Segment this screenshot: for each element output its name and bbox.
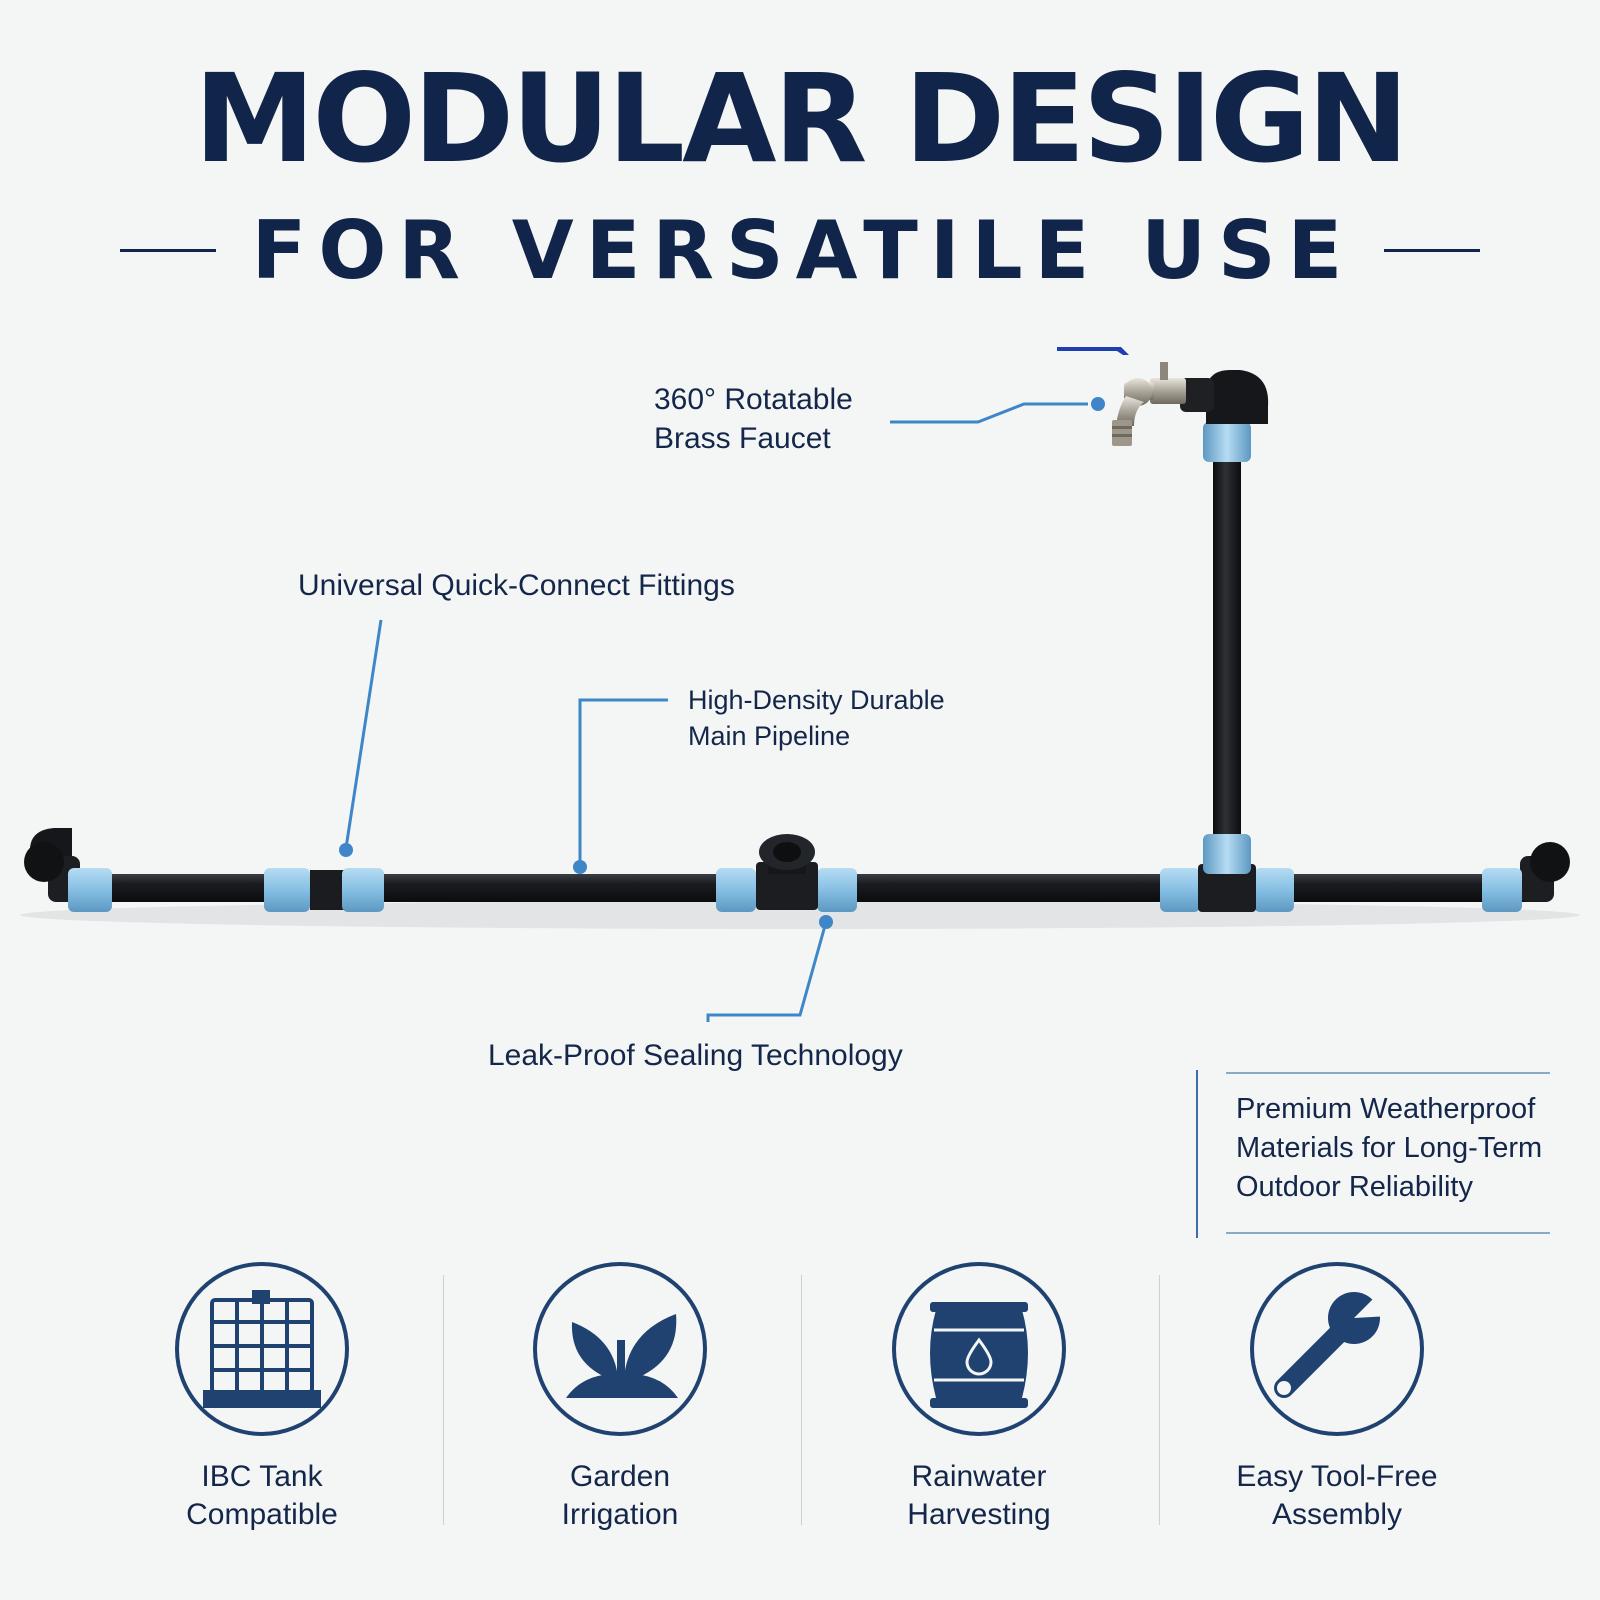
feature-circle-assembly [1250, 1262, 1424, 1436]
feature-circle-rainwater [892, 1262, 1066, 1436]
faucet-callout-line1: 360° Rotatable [654, 383, 853, 416]
sealing-leader [706, 921, 828, 1022]
feature-label-assembly-line1: Easy Tool-Free [1236, 1460, 1438, 1493]
feature-separator-1 [443, 1275, 444, 1525]
feature-label-rainwater-line2: Harvesting [907, 1498, 1051, 1532]
callout-leaders [344, 402, 1088, 1022]
feature-separator-2 [801, 1275, 802, 1525]
callout-dots [339, 397, 1105, 929]
faucet-callout-line2: Brass Faucet [654, 422, 831, 455]
subtitle-row: FOR VERSATILE USE [0, 200, 1600, 300]
riser-tee [1198, 422, 1256, 912]
top-elbow [1180, 370, 1269, 424]
fittings-callout: Universal Quick-Connect Fittings [298, 569, 735, 602]
feature-circle-garden [533, 1262, 707, 1436]
materials-callout-line1: Premium Weatherproof [1236, 1093, 1536, 1125]
subtitle-rule-right [1384, 248, 1481, 252]
pipeline-callout: High-Density Durable Main Pipeline [688, 682, 945, 755]
fittings-leader [344, 619, 383, 849]
subtitle-rule-left [119, 248, 216, 252]
faucet-leader [890, 402, 1088, 424]
feature-label-garden-line1: Garden [569, 1460, 671, 1493]
feature-label-assembly-line2: Assembly [1271, 1498, 1403, 1532]
feature-circle-ibc [175, 1262, 349, 1436]
faucet-callout: 360° Rotatable Brass Faucet [654, 380, 853, 458]
feature-label-assembly: Easy Tool-Free Assembly [1187, 1458, 1487, 1535]
feature-label-rainwater: Rainwater Harvesting [829, 1458, 1129, 1535]
quick-connect-fittings [68, 868, 1522, 912]
riser-pipe [1213, 420, 1241, 860]
materials-callout-line3: Outdoor Reliability [1236, 1171, 1473, 1204]
center-tee [756, 834, 818, 910]
pipeline-leader [578, 698, 668, 868]
feature-label-rainwater-line1: Rainwater [911, 1460, 1047, 1493]
materials-divider-vertical [1196, 1070, 1198, 1238]
feature-label-garden-line2: Irrigation [561, 1498, 679, 1532]
right-elbow [1520, 842, 1570, 902]
page-title: MODULAR DESIGN [193, 48, 1409, 190]
sealing-callout: Leak-Proof Sealing Technology [488, 1039, 903, 1072]
feature-label-ibc-line2: Compatible [186, 1498, 338, 1532]
pipeline-callout-line2: Main Pipeline [688, 721, 851, 752]
feature-label-garden: Garden Irrigation [470, 1458, 770, 1535]
feature-separator-3 [1159, 1275, 1160, 1525]
materials-callout: Premium Weatherproof Materials for Long-… [1236, 1090, 1542, 1207]
pipeline-callout-line1: High-Density Durable [688, 685, 945, 715]
feature-label-ibc: IBC Tank Compatible [112, 1458, 412, 1535]
brass-faucet [1057, 347, 1186, 446]
materials-divider-top [1226, 1072, 1550, 1074]
materials-callout-line2: Materials for Long-Term [1236, 1132, 1543, 1165]
materials-divider-bottom [1226, 1232, 1550, 1234]
page-subtitle: FOR VERSATILE USE [251, 203, 1355, 297]
feature-label-ibc-line1: IBC Tank [201, 1460, 323, 1493]
